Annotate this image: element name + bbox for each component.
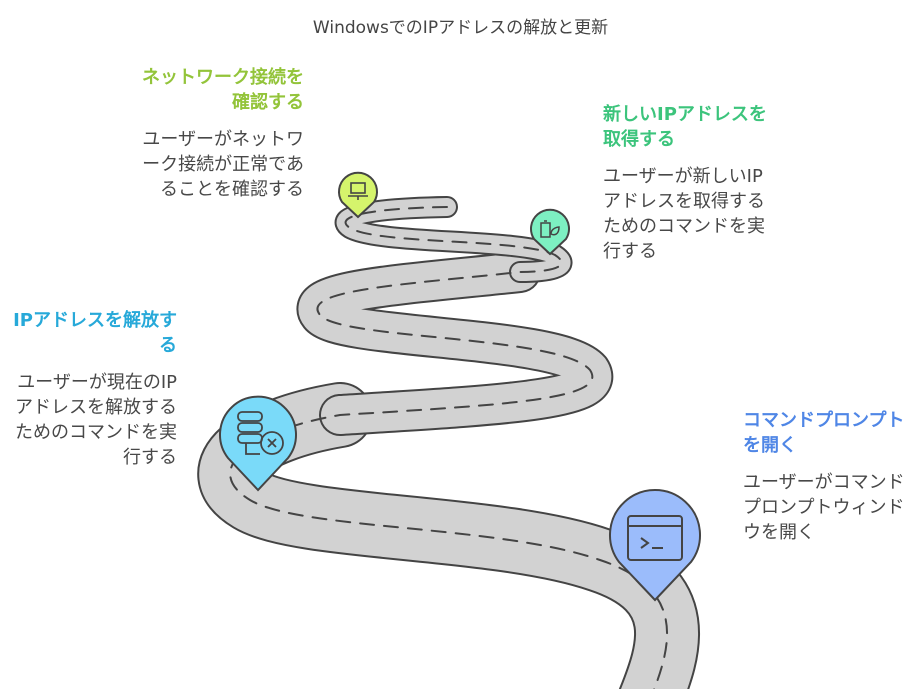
body-line: ユーザーがネットワ bbox=[142, 129, 304, 150]
pin-check bbox=[338, 171, 378, 219]
body-line: ることを確認する bbox=[160, 179, 304, 200]
step-release-description: ユーザーが現在のIP アドレスを解放する ためのコマンドを実 行する bbox=[13, 370, 177, 470]
step-obtain: 新しいIPアドレスを 取得する ユーザーが新しいIP アドレスを取得する ための… bbox=[603, 102, 767, 264]
heading-line: る bbox=[159, 335, 177, 356]
battery-leaf-icon bbox=[540, 220, 560, 238]
step-open-description: ユーザーがコマンド プロンプトウィンド ウを開く bbox=[743, 470, 905, 545]
body-line: 行する bbox=[123, 447, 177, 468]
step-check-description: ユーザーがネットワ ーク接続が正常であ ることを確認する bbox=[142, 127, 304, 202]
server-x-icon bbox=[237, 411, 284, 455]
heading-line: 新しいIPアドレスを bbox=[603, 104, 767, 125]
pin-open bbox=[609, 489, 701, 602]
body-line: アドレスを取得する bbox=[603, 191, 765, 212]
laptop-icon bbox=[348, 182, 368, 200]
step-release: IPアドレスを解放す る ユーザーが現在のIP アドレスを解放する ためのコマン… bbox=[13, 308, 177, 470]
body-line: プロンプトウィンド bbox=[743, 497, 905, 518]
step-release-heading: IPアドレスを解放す る bbox=[13, 308, 177, 358]
body-line: ためのコマンドを実 bbox=[15, 422, 177, 443]
step-check: ネットワーク接続を 確認する ユーザーがネットワ ーク接続が正常であ ることを確… bbox=[142, 65, 304, 202]
heading-line: ネットワーク接続を bbox=[142, 67, 304, 88]
body-line: ためのコマンドを実 bbox=[603, 216, 765, 237]
heading-line: IPアドレスを解放す bbox=[13, 310, 177, 331]
body-line: ユーザーが現在のIP bbox=[17, 372, 177, 393]
pin-release bbox=[219, 395, 297, 492]
heading-line: 確認する bbox=[232, 92, 304, 113]
heading-line: 取得する bbox=[603, 129, 675, 150]
body-line: ーク接続が正常であ bbox=[142, 154, 304, 175]
heading-line: を開く bbox=[743, 435, 797, 456]
step-open: コマンドプロンプト を開く ユーザーがコマンド プロンプトウィンド ウを開く bbox=[743, 408, 905, 545]
step-open-heading: コマンドプロンプト を開く bbox=[743, 408, 905, 458]
step-obtain-description: ユーザーが新しいIP アドレスを取得する ためのコマンドを実 行する bbox=[603, 164, 767, 264]
step-check-heading: ネットワーク接続を 確認する bbox=[142, 65, 304, 115]
pin-obtain bbox=[530, 208, 570, 256]
body-line: ウを開く bbox=[743, 522, 815, 543]
body-line: 行する bbox=[603, 241, 657, 262]
body-line: ユーザーが新しいIP bbox=[603, 166, 763, 187]
diagram-title: WindowsでのIPアドレスの解放と更新 bbox=[312, 18, 609, 38]
road-center-dashes bbox=[229, 206, 668, 689]
body-line: ユーザーがコマンド bbox=[743, 472, 905, 493]
terminal-window-icon bbox=[627, 515, 683, 561]
body-line: アドレスを解放する bbox=[15, 397, 177, 418]
step-obtain-heading: 新しいIPアドレスを 取得する bbox=[603, 102, 767, 152]
heading-line: コマンドプロンプト bbox=[743, 410, 905, 431]
